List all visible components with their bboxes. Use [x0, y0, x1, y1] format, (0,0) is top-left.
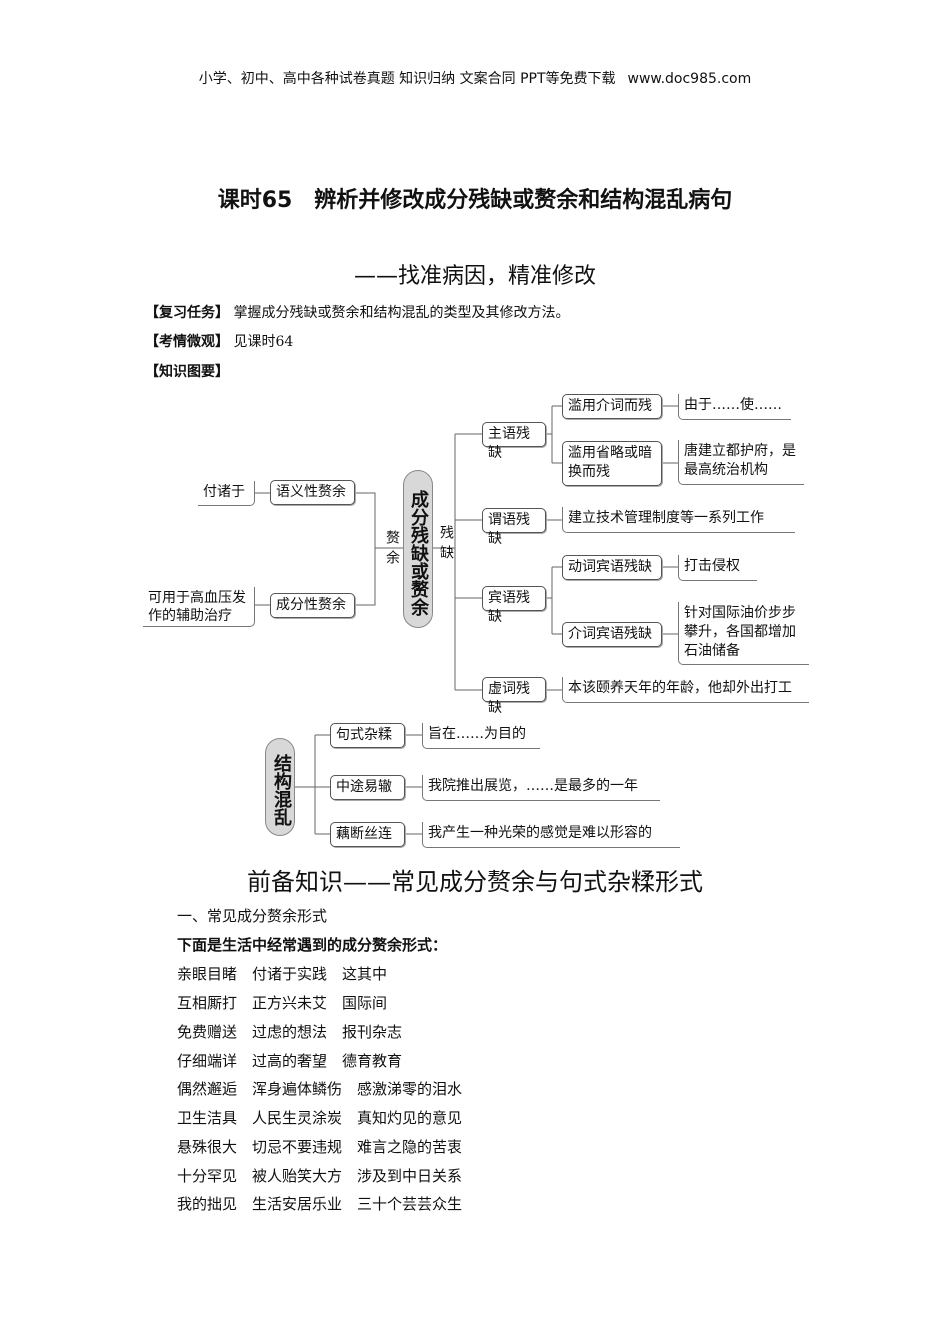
section-heading: 前备知识——常见成分赘余与句式杂糅形式 [247, 868, 703, 896]
center-node: 成分残缺或赘余 [403, 470, 433, 628]
label-text: 掌握成分残缺或赘余和结构混乱的类型及其修改方法。 [233, 305, 570, 321]
page-title: 课时65 辨析并修改成分残缺或赘余和结构混乱病句 [217, 188, 733, 213]
example-node: 唐建立都护府，是最高统治机构 [678, 440, 804, 485]
structure-center-node: 结构混乱 [265, 738, 295, 836]
page-header: 小学、初中、高中各种试卷真题 知识归纳 文案合同 PPT等免费下载 www.doc… [0, 68, 950, 88]
example-node: 建立技术管理制度等一系列工作 [562, 507, 795, 533]
list-item: 我的拙见 生活安居乐业 三十个芸芸众生 [177, 1195, 463, 1213]
type-node: 滥用介词而残 [562, 394, 662, 419]
type-node: 谓语残缺 [482, 508, 546, 547]
list-item: 卫生洁具 人民生灵涂炭 真知灼见的意见 [177, 1109, 463, 1127]
header-text: 小学、初中、高中各种试卷真题 知识归纳 文案合同 PPT等免费下载 [198, 71, 616, 87]
example-node: 付诸于 [198, 481, 255, 506]
example-node: 我院推出展览，……是最多的一年 [422, 775, 660, 801]
label-tag: 【考情微观】 [145, 334, 229, 350]
type-node: 虚词残缺 [482, 677, 546, 716]
page-subtitle: ——找准病因，精准修改 [353, 264, 596, 289]
type-node: 成分性赘余 [270, 593, 355, 618]
review-task: 【复习任务】 掌握成分残缺或赘余和结构混乱的类型及其修改方法。 [145, 302, 569, 322]
example-node: 打击侵权 [678, 555, 757, 581]
exam-info: 【考情微观】 见课时64 [145, 331, 293, 351]
type-node: 宾语残缺 [482, 586, 546, 625]
branch-label: 残缺 [438, 525, 454, 565]
example-node: 可用于高血压发作的辅助治疗 [143, 587, 255, 627]
list-item: 互相厮打 正方兴未艾 国际间 [177, 994, 388, 1012]
list-item: 偶然邂逅 浑身遍体鳞伤 感激涕零的泪水 [177, 1080, 463, 1098]
section-intro: 下面是生活中经常遇到的成分赘余形式： [177, 936, 448, 954]
example-node: 针对国际油价步步攀升，各国都增加石油储备 [678, 602, 809, 665]
section-subheading: 一、常见成分赘余形式 [177, 907, 328, 925]
type-node: 介词宾语残缺 [562, 622, 662, 647]
list-item: 悬殊很大 切忌不要违规 难言之隐的苦衷 [177, 1138, 463, 1156]
example-node: 旨在……为目的 [422, 723, 540, 749]
type-node: 句式杂糅 [330, 723, 405, 748]
label-tag: 【知识图要】 [145, 364, 229, 380]
example-node: 我产生一种光荣的感觉是难以形容的 [422, 822, 680, 848]
label-text: 见课时64 [233, 334, 294, 350]
type-node: 语义性赘余 [270, 480, 355, 505]
type-node: 滥用省略或暗换而残 [562, 441, 662, 486]
list-item: 亲眼目睹 付诸于实践 这其中 [177, 965, 388, 983]
example-node: 由于……使…… [678, 394, 791, 420]
branch-label: 赘余 [384, 530, 400, 570]
type-node: 藕断丝连 [330, 822, 405, 847]
type-node: 主语残缺 [482, 422, 546, 461]
example-node: 本该颐养天年的年龄，他却外出打工 [562, 677, 809, 703]
header-url[interactable]: www.doc985.com [627, 71, 752, 87]
type-node: 动词宾语残缺 [562, 555, 662, 580]
list-item: 免费赠送 过虑的想法 报刊杂志 [177, 1023, 403, 1041]
list-item: 十分罕见 被人贻笑大方 涉及到中日关系 [177, 1167, 463, 1185]
list-item: 仔细端详 过高的奢望 德育教育 [177, 1052, 403, 1070]
label-tag: 【复习任务】 [145, 305, 229, 321]
knowledge-map-label: 【知识图要】 [145, 361, 229, 381]
type-node: 中途易辙 [330, 775, 405, 800]
